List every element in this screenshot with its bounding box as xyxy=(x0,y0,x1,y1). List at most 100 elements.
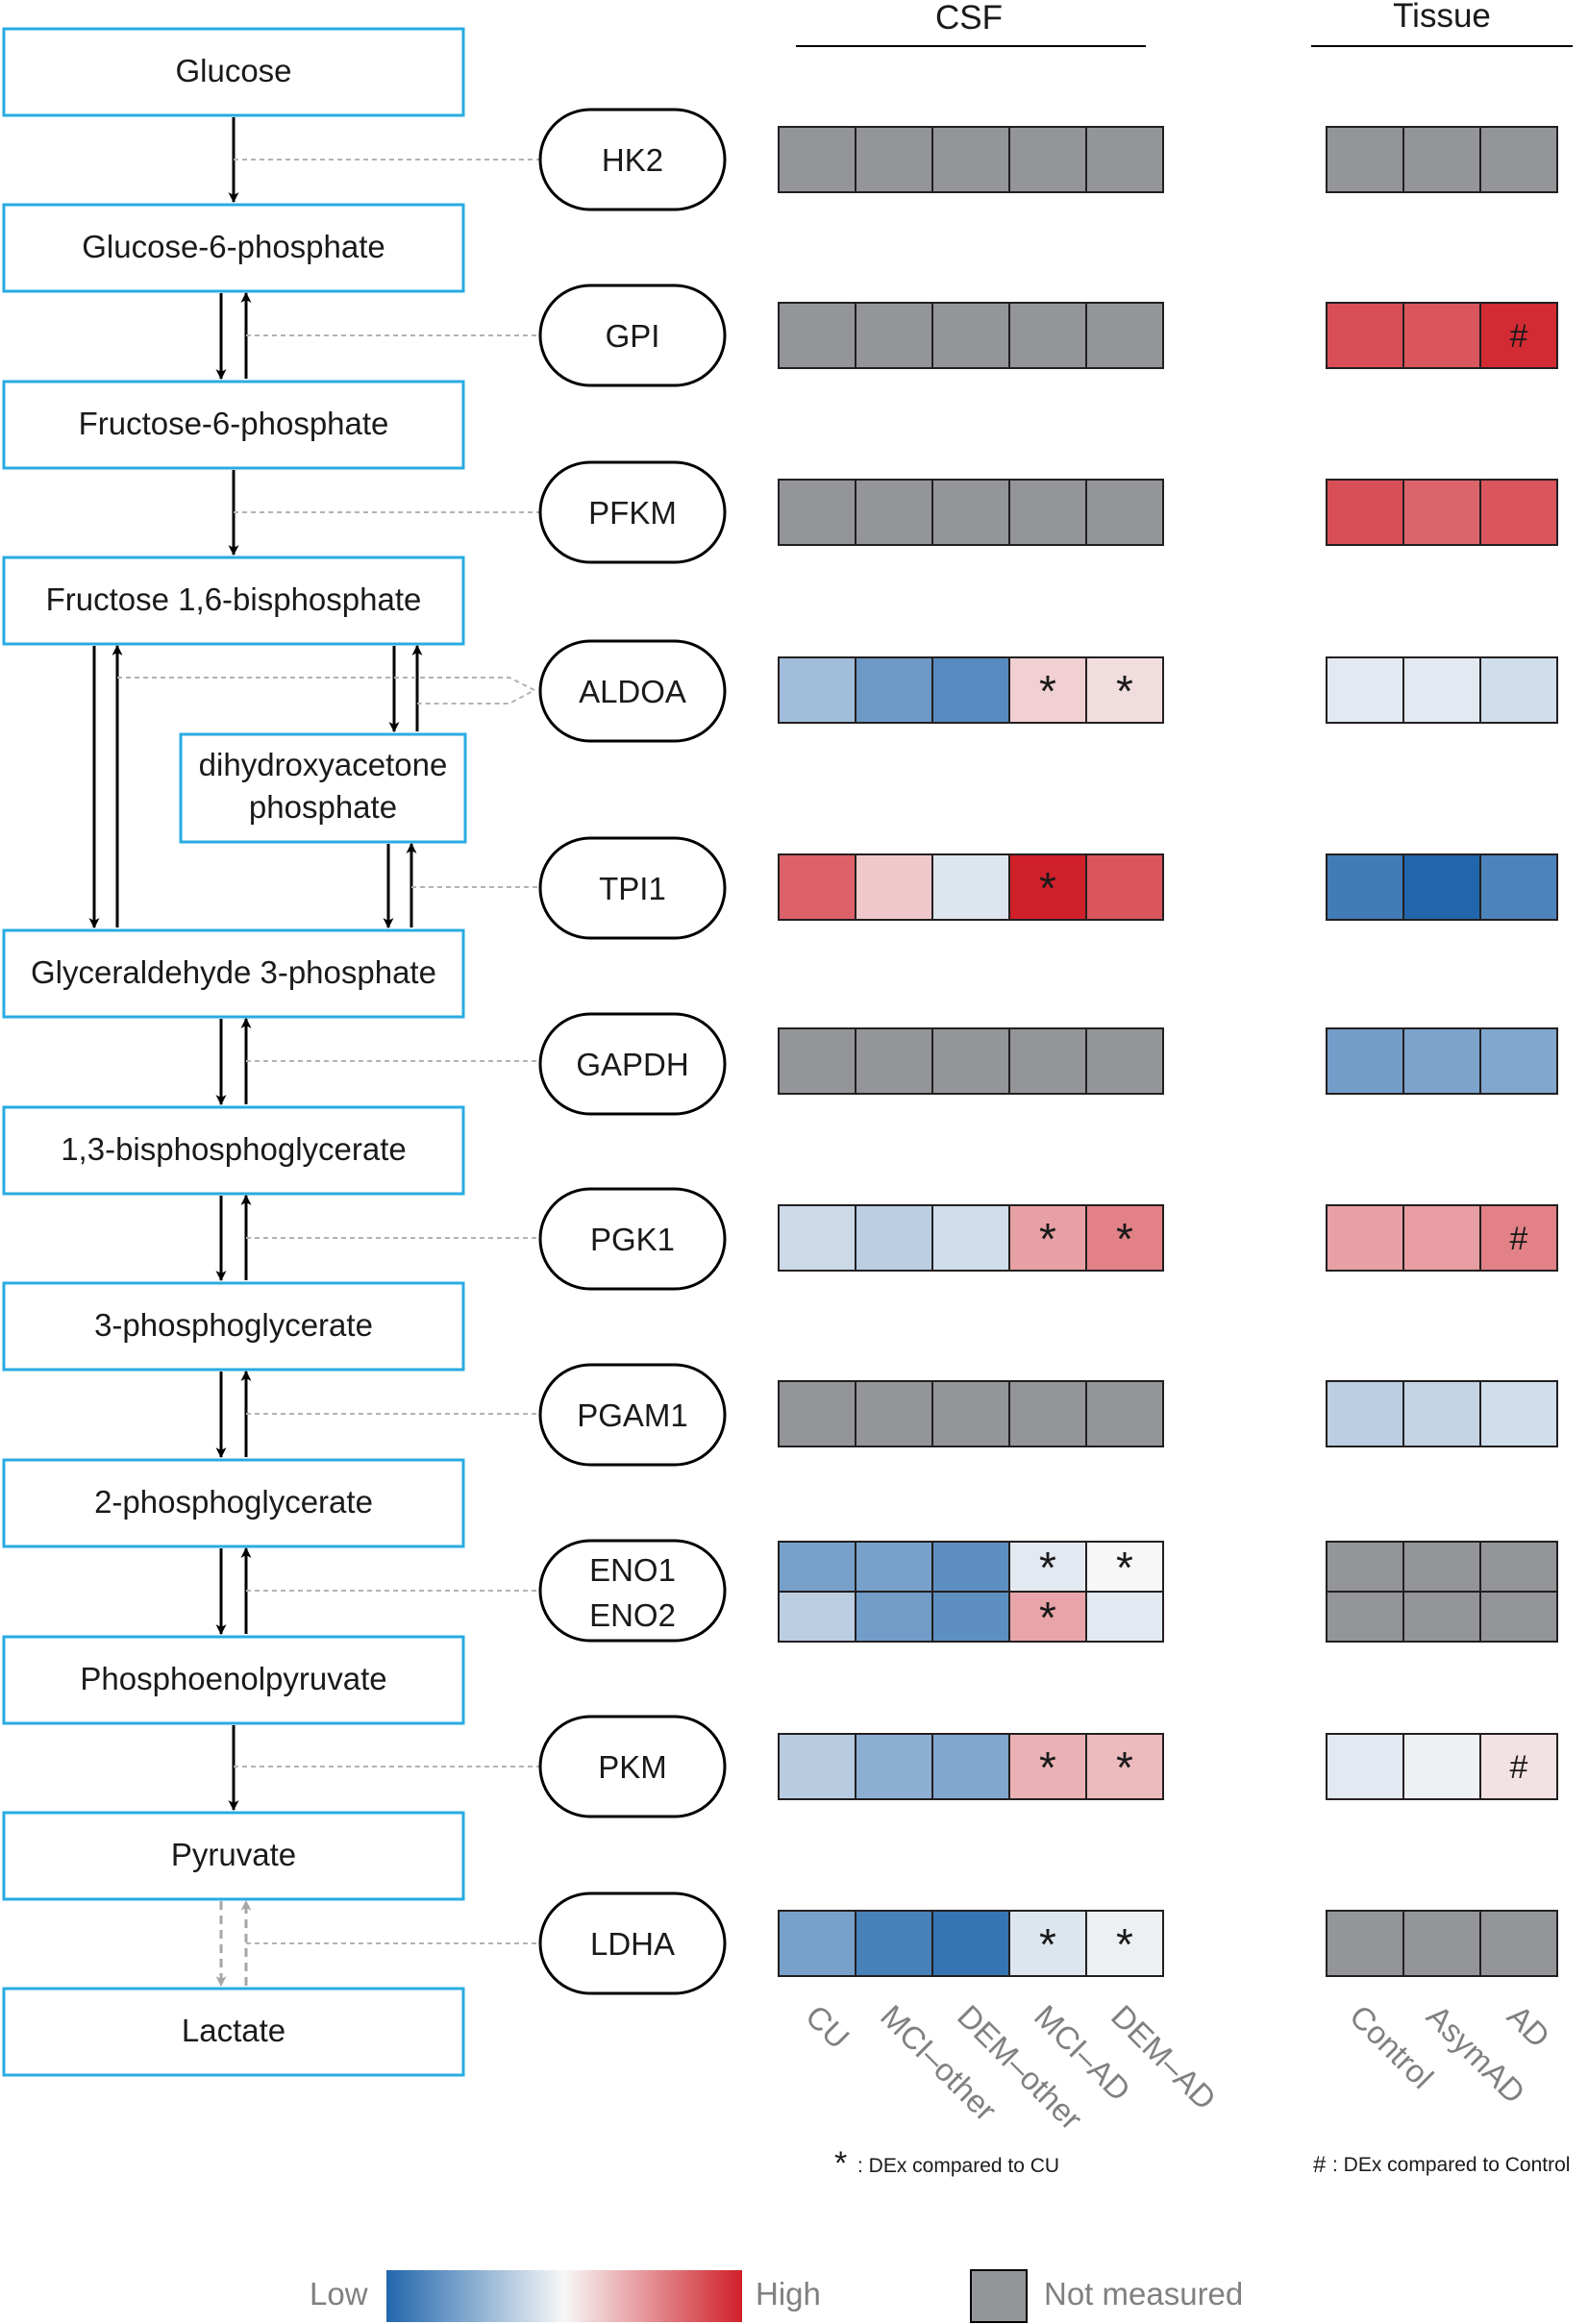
heatmap-cell xyxy=(1479,656,1558,724)
heatmap-cell xyxy=(1085,1733,1164,1800)
heatmap-cell xyxy=(1479,1733,1558,1800)
heatmap-cell xyxy=(1326,1204,1404,1272)
heatmap-cell xyxy=(1326,1027,1404,1095)
enzyme-label: ALDOA xyxy=(579,674,686,709)
heatmap-cell xyxy=(778,1541,856,1593)
heatmap-cell xyxy=(931,853,1010,921)
heatmap-cell xyxy=(778,479,856,546)
metabolite-label: Pyruvate xyxy=(171,1837,296,1872)
metabolite-box: Glyceraldehyde 3-phosphate xyxy=(2,928,465,1019)
heatmap-cell xyxy=(1326,1910,1404,1977)
group-headers: CSF Tissue xyxy=(796,0,1573,47)
enzyme-label: HK2 xyxy=(602,142,663,178)
heatmap-cell xyxy=(1085,126,1164,193)
metabolite-box: Glucose-6-phosphate xyxy=(2,203,465,293)
heatmap-cell xyxy=(1402,1733,1481,1800)
heatmap-cell xyxy=(1326,1733,1404,1800)
significance-mark: * xyxy=(1039,1214,1056,1264)
heatmap-cell xyxy=(855,853,933,921)
tissue-footnote-text: : DEx compared to Control xyxy=(1332,2154,1570,2176)
csf-footnote-symbol: * xyxy=(834,2145,847,2182)
pathway-column: Glucose Glucose-6-phosphate Fructose-6-p… xyxy=(2,27,467,2077)
column-label: DEM–AD xyxy=(1104,1998,1223,2116)
heatmap-cell xyxy=(1008,1380,1087,1447)
enzyme-label: PFKM xyxy=(588,495,677,531)
legend-low-label: Low xyxy=(310,2276,368,2312)
enzyme-pills: HK2 GPI PFKM ALDOA TPI1 GAPDH PGK1 PGAM xyxy=(538,108,727,1995)
heatmap-cell xyxy=(778,656,856,724)
metabolite-label: Fructose-6-phosphate xyxy=(79,406,389,441)
csf-heatmap: ************ xyxy=(778,126,1164,1977)
enzyme-pill: GPI xyxy=(538,284,727,387)
heatmap-cell xyxy=(778,1027,856,1095)
enzyme-label: LDHA xyxy=(590,1926,675,1962)
heatmap-cell xyxy=(931,1027,1010,1095)
heatmap-cell xyxy=(1326,853,1404,921)
heatmap-cell xyxy=(1085,1380,1164,1447)
metabolite-box-dhap: dihydroxyacetone phosphate xyxy=(179,732,467,844)
significance-mark: * xyxy=(1116,1919,1133,1969)
significance-mark: * xyxy=(1039,1743,1056,1792)
significance-mark: * xyxy=(1116,1543,1133,1593)
heatmap-cell xyxy=(1085,302,1164,369)
heatmap-cell xyxy=(1479,1910,1558,1977)
metabolite-label: phosphate xyxy=(249,789,397,825)
significance-mark: # xyxy=(1510,1749,1528,1786)
enzyme-pill: LDHA xyxy=(538,1891,727,1995)
legend-gradient-bar xyxy=(386,2270,742,2322)
heatmap-cell xyxy=(855,1910,933,1977)
heatmap-cell xyxy=(1402,853,1481,921)
heatmap-cell xyxy=(1479,853,1558,921)
heatmap-cell xyxy=(1402,656,1481,724)
enzyme-label: PKM xyxy=(598,1749,667,1785)
heatmap-cell xyxy=(931,1541,1010,1593)
metabolite-label: Glucose xyxy=(175,53,291,88)
heatmap-cell xyxy=(1402,1910,1481,1977)
metabolite-label: dihydroxyacetone xyxy=(199,747,448,782)
metabolite-label: Fructose 1,6-bisphosphate xyxy=(46,581,422,617)
enzyme-label: GPI xyxy=(606,318,660,354)
significance-mark: * xyxy=(1039,1543,1056,1593)
heatmap-cell xyxy=(778,1380,856,1447)
enzyme-pill: ALDOA xyxy=(538,639,727,743)
heatmap-cell xyxy=(1402,1380,1481,1447)
heatmap-cell xyxy=(1402,1591,1481,1643)
legend-not-measured-swatch xyxy=(970,2269,1028,2323)
heatmap-cell xyxy=(1326,126,1404,193)
tissue-footnote-symbol: # xyxy=(1313,2152,1327,2178)
enzyme-pill: PGAM1 xyxy=(538,1363,727,1467)
heatmap-cell xyxy=(855,656,933,724)
metabolite-box: Pyruvate xyxy=(2,1811,465,1901)
heatmap-cell xyxy=(1402,479,1481,546)
csf-footnote-text: : DEx compared to CU xyxy=(857,2155,1059,2177)
enzyme-pill: PKM xyxy=(538,1715,727,1818)
enzyme-pill: ENO1 ENO2 xyxy=(538,1539,727,1643)
heatmap-cell xyxy=(855,126,933,193)
significance-mark: * xyxy=(1039,1593,1056,1643)
tissue-heatmap: ### xyxy=(1326,126,1558,1977)
csf-column-labels: CU MCI–other DEM–other MCI–AD DEM–AD xyxy=(799,1998,1223,2137)
dashed-reversible-arrows xyxy=(215,1899,252,1988)
heatmap-cell xyxy=(778,1733,856,1800)
heatmap-cell xyxy=(931,1733,1010,1800)
heatmap-cell xyxy=(931,656,1010,724)
heatmap-cell xyxy=(1402,126,1481,193)
heatmap-cell xyxy=(1326,1591,1404,1643)
heatmap-cell xyxy=(778,1591,856,1643)
heatmap-cell xyxy=(931,302,1010,369)
metabolite-label: 2-phosphoglycerate xyxy=(94,1484,373,1520)
legend-high-label: High xyxy=(756,2276,821,2312)
heatmap-cell xyxy=(855,1204,933,1272)
footnotes: * : DEx compared to CU # : DEx compared … xyxy=(834,2145,1570,2182)
heatmap-cell xyxy=(1085,1027,1164,1095)
enzyme-label: PGAM1 xyxy=(577,1397,688,1433)
metabolite-box: 2-phosphoglycerate xyxy=(2,1458,465,1548)
column-label: AD xyxy=(1501,1998,1557,2055)
significance-mark: # xyxy=(1510,1221,1528,1257)
heatmap-cell xyxy=(931,1204,1010,1272)
heatmap-cell xyxy=(1402,302,1481,369)
metabolite-label: 3-phosphoglycerate xyxy=(94,1307,373,1343)
significance-mark: * xyxy=(1039,666,1056,716)
enzyme-pill: PFKM xyxy=(538,460,727,564)
